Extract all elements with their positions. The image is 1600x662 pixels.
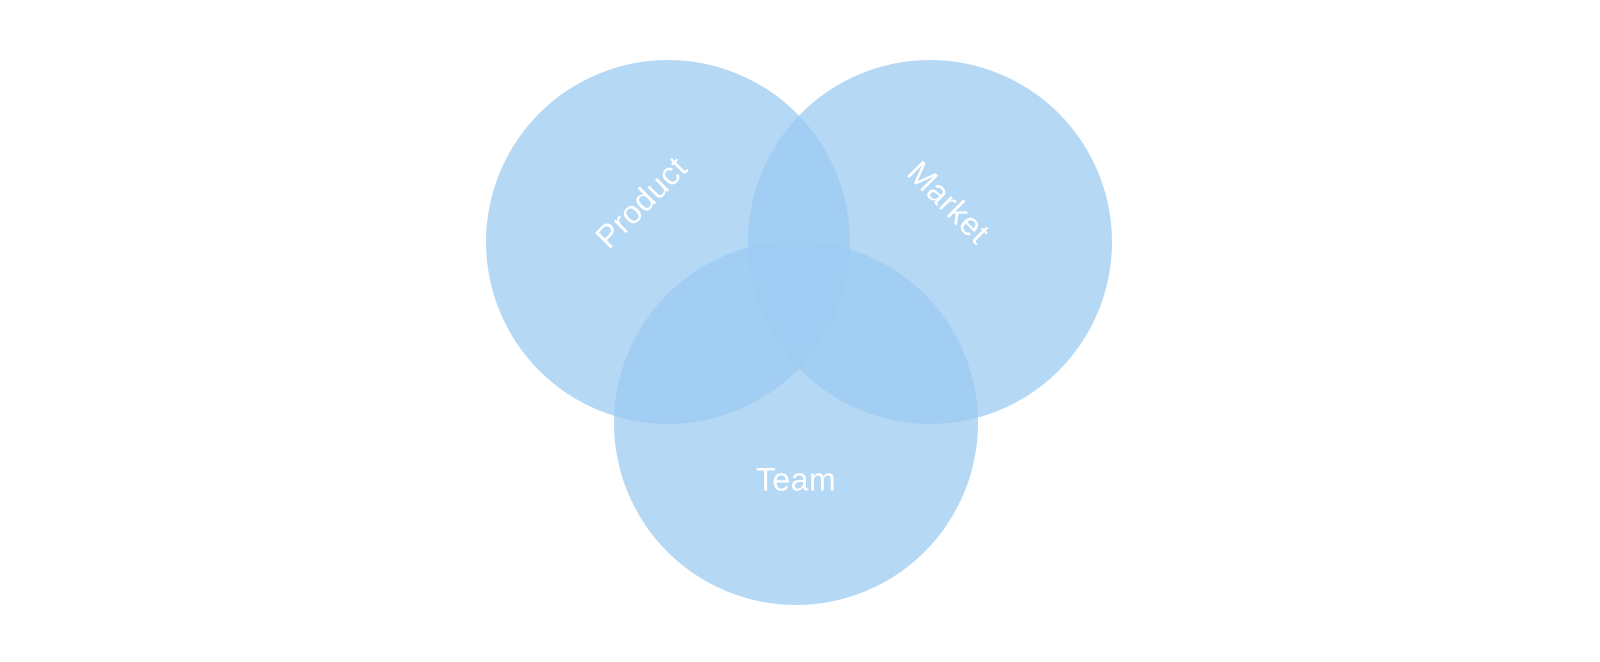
circle-team <box>614 241 978 605</box>
venn-circles <box>486 60 1112 605</box>
label-team: Team <box>756 461 836 497</box>
